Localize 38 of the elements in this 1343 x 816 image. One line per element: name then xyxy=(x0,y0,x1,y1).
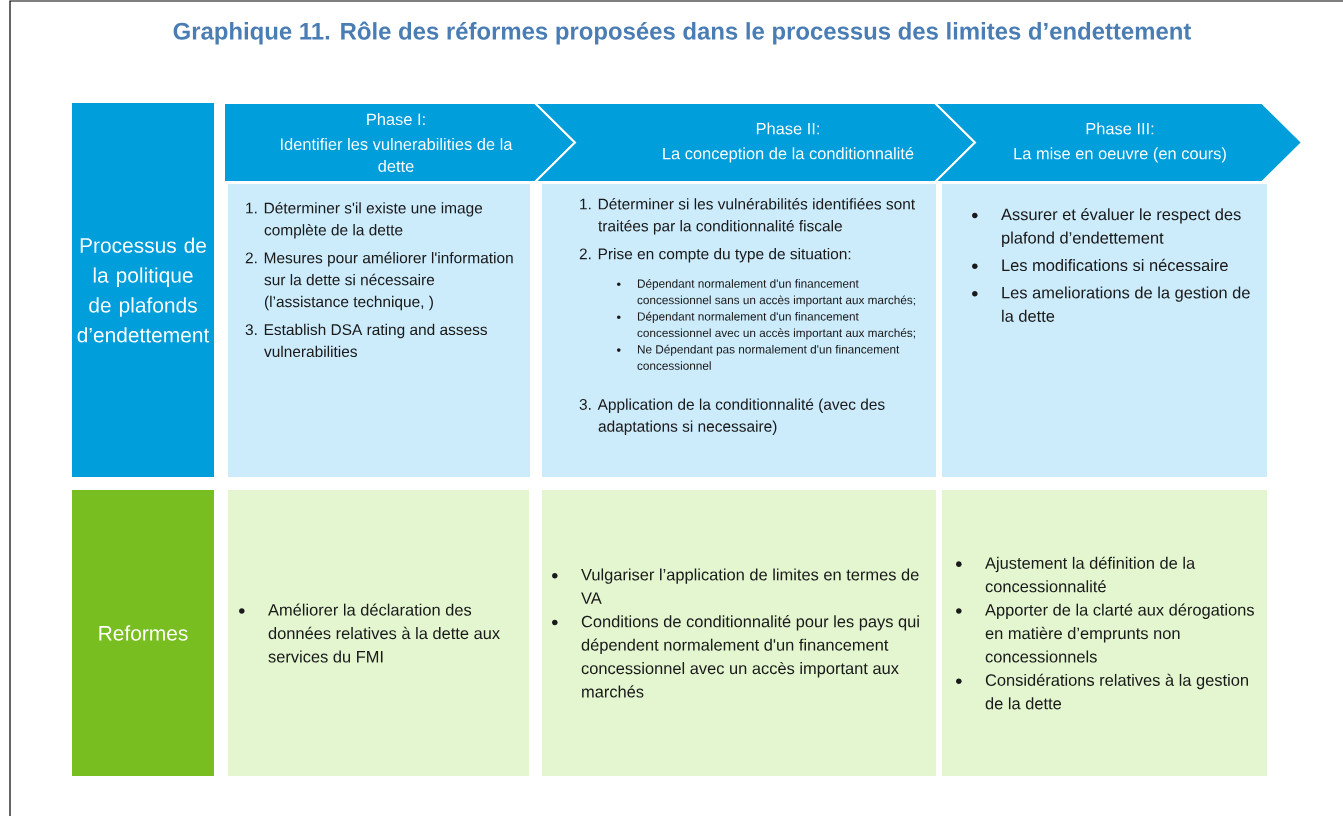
list-item: Améliorer la déclaration des données relatives à la dette aux services du FMI xyxy=(239,603,500,663)
phase-text: Identifier les vulnerabilities de la dette xyxy=(281,137,513,172)
list-item: Les ameliorations de la gestion de la dette xyxy=(972,286,1250,322)
content-panel xyxy=(542,184,936,477)
list-item: 2. Prise en compte du type de situation: xyxy=(579,248,851,263)
list-item: Assurer et évaluer le respect des plafond d’endettement xyxy=(972,208,1241,247)
phase-header xyxy=(223,102,577,183)
list-item: Dépendant normalement d'un financement concessionnel avec un accès important aux marchés; xyxy=(617,311,915,340)
content-panel xyxy=(942,490,1267,776)
list-item: Apporter de la clarté aux dérogations en matière d’emprunts non concessionnels xyxy=(956,603,1254,663)
row-header-box xyxy=(72,490,214,776)
phase-text: Phase I: xyxy=(367,113,425,126)
list-item: Ajustement la définition de la concessionnalité xyxy=(956,556,1196,593)
content-panel xyxy=(228,490,529,776)
content-panel xyxy=(942,184,1267,477)
content-panel xyxy=(228,184,530,477)
content-panel xyxy=(542,490,936,776)
list-item: 1. Déterminer si les vulnérabilités identifiées sont traitées par la conditionnalité fiscale xyxy=(580,198,915,235)
phase-text: La mise en oeuvre (en cours) xyxy=(1014,147,1226,163)
list-item: 2. Mesures pour améliorer l'information sur la dette si nécessaire (l’assistance technique, ) xyxy=(245,251,513,311)
phase-text: Phase II: xyxy=(756,122,819,135)
header-text: Reformes xyxy=(99,625,188,641)
phase-header xyxy=(932,102,1304,183)
list-item: Ne Dépendant pas normalement d'un financement concessionnel xyxy=(617,344,900,370)
list-item: Les modifications si nécessaire xyxy=(972,258,1228,272)
row-header-box xyxy=(72,103,214,477)
list-item: 1. Déterminer s'il existe une image complète de la dette xyxy=(246,202,483,239)
list-item: 3. Establish DSA rating and assess vulnerabilities xyxy=(245,323,487,358)
phase-text: La conception de la conditionnalité xyxy=(663,147,914,163)
list-item: 3. Application de la conditionnalité (avec des adaptations si necessaire) xyxy=(579,398,885,435)
header-text: Processus de la politique de plafonds d’endettement xyxy=(77,237,210,343)
list-item: Dépendant normalement d'un financement concessionnel sans un accès important aux marchés; xyxy=(617,279,915,307)
list-item: Vulgariser l’application de limites en termes de VA xyxy=(552,568,919,604)
title: Graphique 11. Rôle des réformes proposées dans le processus des limites d’endettement xyxy=(173,21,1192,45)
list-item: Conditions de conditionnalité pour les pays qui dépendent normalement d'un financement concessionnel avec un accès important aux marchés xyxy=(552,615,919,698)
phase-text: Phase III: xyxy=(1086,122,1154,135)
phase-header xyxy=(532,102,977,183)
list-item: Considérations relatives à la gestion de la dette xyxy=(956,673,1248,710)
